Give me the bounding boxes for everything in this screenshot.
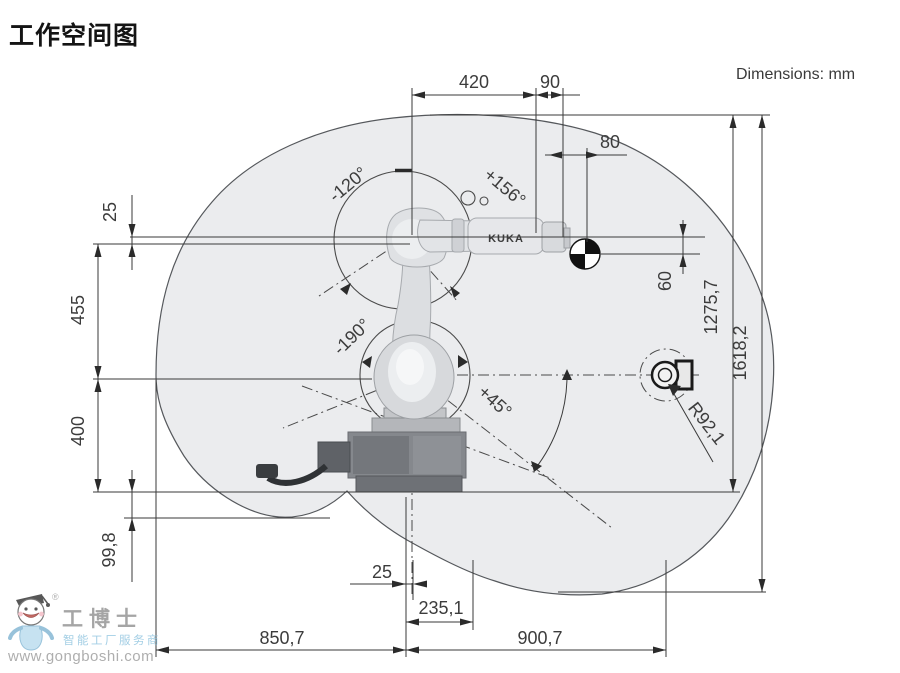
plus45-arc xyxy=(534,374,568,470)
workspace-envelope-outline xyxy=(155,113,775,596)
mascot-icon xyxy=(8,594,54,651)
watermark-name: 工博士 xyxy=(62,606,143,631)
dim-90-label: 90 xyxy=(540,72,560,92)
robot-forearm-ring xyxy=(451,218,465,253)
a2-arrow-left xyxy=(362,356,372,368)
robot-base-face-left xyxy=(353,436,409,474)
dim-1275-7-label: 1275,7 xyxy=(701,279,721,334)
kuka-logo-label: KUKA xyxy=(488,233,524,245)
plus45-arc-arrow-top xyxy=(562,369,572,380)
wrist-symbol-inner-circle xyxy=(657,367,673,383)
wrist-flange-symbol xyxy=(639,348,694,402)
dim-420-label: 420 xyxy=(459,72,489,92)
robot-flange xyxy=(563,227,571,249)
dim-25-top-label: 25 xyxy=(100,202,120,222)
plus45-arc-arrow-bottom xyxy=(531,461,542,472)
dim-455-label: 455 xyxy=(68,295,88,325)
dim-1618-2-label: 1618,2 xyxy=(730,325,750,380)
robot-cable xyxy=(266,463,328,486)
robot-a2-joint-highlight xyxy=(396,349,424,385)
robot-base-face-right xyxy=(413,436,461,474)
dim-850-7-label: 850,7 xyxy=(259,628,304,648)
robot-foot-plate xyxy=(355,475,463,493)
dim-25-bottom-label: 25 xyxy=(372,562,392,582)
watermark-tagline: 智能工厂服务商 xyxy=(63,635,161,647)
a3-limit-ray-right xyxy=(402,239,459,303)
registered-mark: ® xyxy=(52,592,59,602)
a3-arrow-left xyxy=(340,283,351,295)
wrist-symbol-outer-circle xyxy=(650,360,680,390)
detail-circle-large xyxy=(460,190,476,206)
dim-60-label: 60 xyxy=(655,271,675,291)
page-title: 工作空间图 xyxy=(9,21,140,50)
detail-circle-small xyxy=(479,196,489,206)
mascot-head xyxy=(17,598,45,626)
dim-235-1-label: 235,1 xyxy=(418,598,463,618)
watermark-logo: ® 工博士 智能工厂服务商 www.gongboshi.com xyxy=(6,586,216,670)
units-label: Dimensions: mm xyxy=(736,66,856,83)
extension-lines xyxy=(93,88,770,657)
robot-cable-connector xyxy=(256,464,278,478)
center-of-gravity-symbol xyxy=(569,238,601,270)
dim-900-7-label: 900,7 xyxy=(517,628,562,648)
a2-arrow-right xyxy=(458,355,468,368)
robot-illustration: KUKA xyxy=(256,190,571,493)
mascot-body xyxy=(19,625,43,651)
watermark-url: www.gongboshi.com xyxy=(8,648,155,665)
dim-80-label: 80 xyxy=(600,132,620,152)
dimension-annotations: 420 90 80 60 25 455 400 xyxy=(68,72,766,654)
a3-limit-ray-left xyxy=(315,239,404,299)
dim-99-8-label: 99,8 xyxy=(99,532,119,567)
mascot-smile xyxy=(22,612,40,618)
a3-arrow-right xyxy=(450,286,460,298)
workspace-envelope xyxy=(155,113,775,596)
dim-400-label: 400 xyxy=(68,416,88,446)
